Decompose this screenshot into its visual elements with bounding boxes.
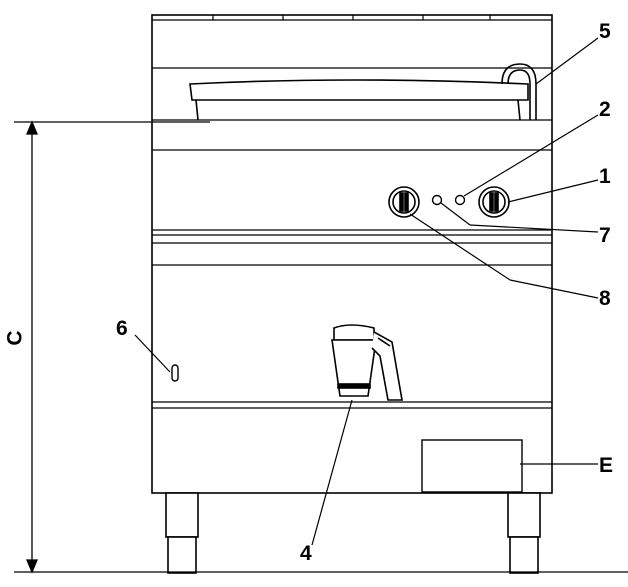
- cabinet: [151, 14, 553, 494]
- callout-e: E: [599, 454, 613, 477]
- control-panel: [152, 229, 552, 266]
- callout-8: 8: [599, 287, 611, 310]
- cabinet-outline: [151, 14, 553, 494]
- data-plate: [421, 439, 523, 493]
- leader-lines: [134, 37, 599, 546]
- callout-7: 7: [599, 224, 611, 247]
- leg-right: [507, 492, 541, 538]
- water-tap: [501, 63, 537, 120]
- callout-2: 2: [599, 98, 611, 121]
- leg-left-foot: [167, 536, 197, 574]
- dimension-label-c: C: [4, 330, 27, 345]
- legs: [165, 492, 541, 574]
- knob-right: [478, 186, 510, 218]
- kettle-lid: [189, 79, 529, 121]
- indicator-light-7: [431, 194, 443, 206]
- callout-4: 4: [300, 542, 312, 565]
- drain-valve: [331, 324, 403, 401]
- kettle-section: [152, 67, 552, 151]
- dimension-c: [14, 120, 628, 574]
- callout-6: 6: [116, 317, 128, 340]
- side-indicator: [171, 364, 179, 382]
- callout-5: 5: [599, 20, 611, 43]
- top-rail: [152, 15, 552, 21]
- leg-left: [165, 492, 199, 538]
- leg-right-foot: [509, 536, 539, 574]
- indicator-light-2: [454, 194, 466, 206]
- callout-1: 1: [599, 165, 611, 188]
- knob-left: [388, 186, 420, 218]
- lower-body: [152, 401, 552, 409]
